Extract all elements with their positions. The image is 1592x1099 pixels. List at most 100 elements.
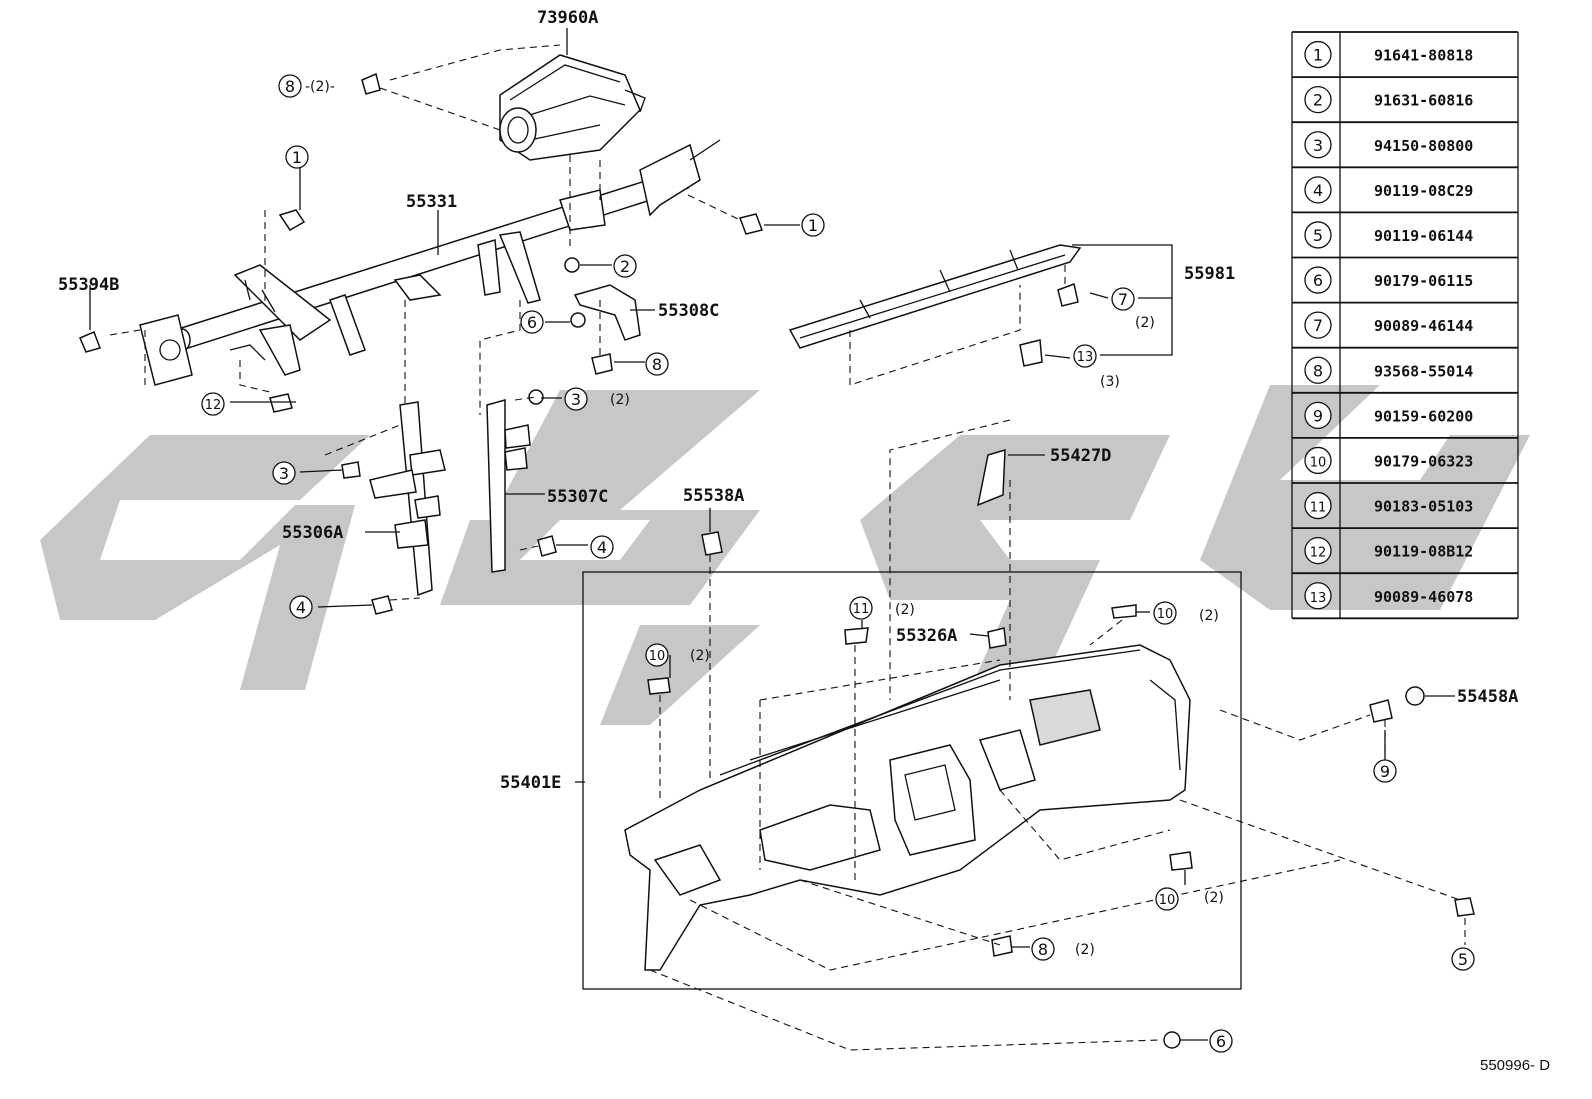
part-labels: 73960A 55331 55394B 55306A 55307C 55308C… — [58, 8, 1518, 793]
table-ref-circle — [1304, 176, 1332, 204]
qty-13: (3) — [1100, 374, 1120, 390]
label-73960A: 73960A — [537, 8, 598, 28]
callout-6-bottom: 6 — [1209, 1029, 1233, 1053]
callout-12: 12 — [201, 392, 225, 416]
svg-text:8: 8 — [652, 355, 662, 374]
table-part-number: 91641-80818 — [1374, 47, 1473, 65]
svg-text:10: 10 — [1159, 893, 1176, 908]
small-bracket-part — [976, 448, 1006, 507]
table-part-number: 90179-06115 — [1374, 272, 1473, 290]
quantity-labels: -(2)- (2) (2) (3) (2) (2) (2) (2) (2) — [305, 79, 1224, 958]
table-part-number: 90183-05103 — [1374, 498, 1473, 516]
fastener-table-row: 10 90179-06323 — [1304, 446, 1473, 475]
table-ref-number: 3 — [1313, 136, 1323, 155]
reinforcement-part — [139, 139, 721, 386]
label-55307C: 55307C — [547, 487, 608, 507]
label-55538A: 55538A — [683, 486, 744, 506]
table-part-number: 90119-08C29 — [1374, 182, 1473, 200]
table-ref-circle — [1304, 131, 1332, 159]
table-ref-circle — [1304, 401, 1332, 430]
table-ref-number: 12 — [1310, 546, 1327, 561]
table-part-number: 90119-06144 — [1374, 227, 1473, 245]
svg-text:6: 6 — [527, 313, 537, 332]
svg-text:12: 12 — [205, 398, 222, 413]
svg-text:5: 5 — [1458, 950, 1468, 969]
qty-8-bottom: (2) — [1075, 942, 1095, 958]
callout-10-left: 10 — [645, 643, 669, 667]
label-55458A: 55458A — [1457, 687, 1518, 707]
fastener-table-row: 7 90089-46144 — [1304, 311, 1473, 339]
qty-3-right: (2) — [610, 392, 630, 408]
table-ref-number: 10 — [1310, 455, 1327, 470]
diagram-id: 550996- D — [1480, 1057, 1550, 1074]
table-ref-circle — [1304, 40, 1332, 69]
table-ref-circle — [1304, 582, 1332, 610]
table-ref-circle — [1304, 491, 1332, 520]
table-part-number: 90179-06323 — [1374, 452, 1473, 470]
center-bracket-part — [573, 284, 641, 341]
callout-13: 13 — [1073, 344, 1097, 368]
callout-5: 5 — [1451, 947, 1475, 971]
fastener-table-row: 1 91641-80818 — [1304, 40, 1473, 69]
svg-text:3: 3 — [279, 464, 289, 483]
table-part-number: 90089-46078 — [1374, 588, 1473, 606]
duct-part — [788, 244, 1082, 349]
fasteners — [79, 72, 1475, 1049]
table-part-number: 93568-55014 — [1374, 362, 1473, 380]
instrument-panel-part — [624, 644, 1191, 971]
svg-text:4: 4 — [597, 538, 607, 557]
table-ref-circle — [1304, 266, 1332, 294]
callout-9: 9 — [1373, 759, 1397, 783]
svg-text:1: 1 — [292, 148, 302, 167]
svg-text:8: 8 — [1038, 940, 1048, 959]
airbag-part — [499, 54, 646, 161]
callout-10-bottom: 10 — [1155, 887, 1179, 911]
label-55394B: 55394B — [58, 275, 119, 295]
table-part-number: 91631-60816 — [1374, 92, 1473, 110]
svg-text:9: 9 — [1380, 762, 1390, 781]
qty-7: (2) — [1135, 315, 1155, 331]
table-ref-circle — [1304, 446, 1332, 475]
label-55331: 55331 — [406, 192, 457, 212]
solid-leaders — [89, 28, 1455, 1041]
qty-10-top-right: (2) — [1199, 608, 1219, 624]
watermark — [40, 385, 1530, 725]
callout-10-top-right: 10 — [1153, 601, 1177, 625]
table-ref-circle — [1304, 356, 1332, 384]
svg-text:4: 4 — [296, 598, 306, 617]
qty-8-top: -(2)- — [305, 79, 335, 95]
table-ref-number: 9 — [1313, 406, 1323, 425]
label-55401E: 55401E — [500, 773, 561, 793]
callout-2: 2 — [613, 254, 637, 278]
center-brace-right-part — [486, 399, 531, 573]
callout-4-right: 4 — [590, 535, 614, 559]
table-ref-number: 5 — [1313, 226, 1323, 245]
svg-text:8: 8 — [285, 77, 295, 96]
table-part-number: 90089-46144 — [1374, 317, 1473, 335]
leader-lines — [109, 44, 1466, 1051]
label-55427D: 55427D — [1050, 446, 1111, 466]
callout-4-left: 4 — [289, 595, 313, 619]
qty-10-bottom: (2) — [1204, 890, 1224, 906]
label-55308C: 55308C — [658, 301, 719, 321]
table-ref-number: 7 — [1313, 316, 1323, 335]
panel-frame — [582, 571, 1242, 990]
label-55306A: 55306A — [282, 523, 343, 543]
table-ref-circle — [1304, 221, 1332, 249]
table-ref-number: 1 — [1313, 46, 1323, 65]
svg-text:2: 2 — [620, 257, 630, 276]
svg-text:13: 13 — [1077, 350, 1094, 365]
callout-8-bottom: 8 — [1031, 937, 1055, 961]
callout-1-right: 1 — [801, 213, 825, 237]
callout-6-center: 6 — [520, 310, 544, 334]
callout-1-top: 1 — [285, 145, 309, 169]
table-ref-number: 4 — [1313, 181, 1323, 200]
